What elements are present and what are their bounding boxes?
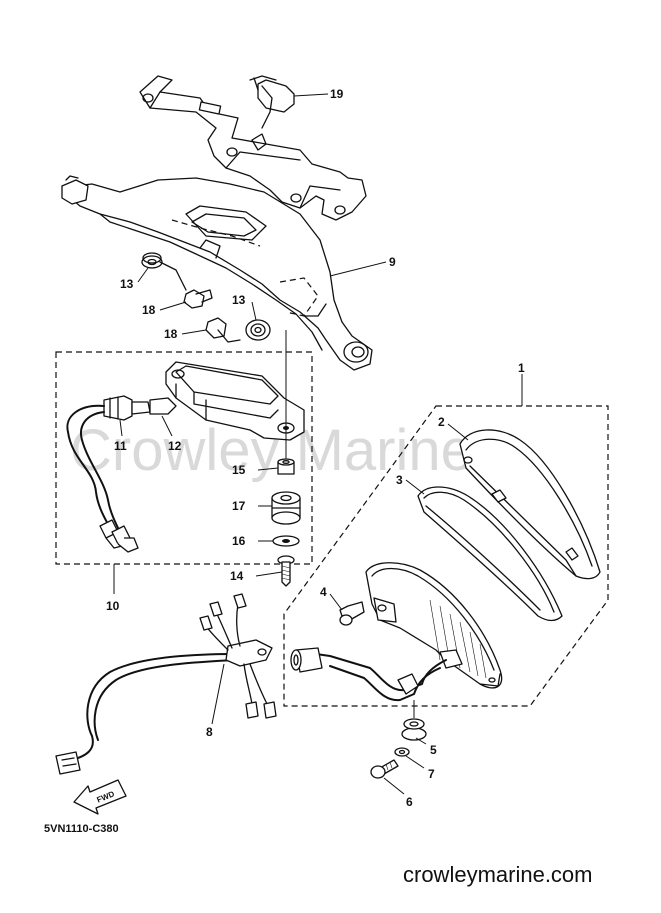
website-link[interactable]: crowleymarine.com [403,862,593,887]
callout-4: 4 [320,585,327,599]
callout-11: 11 [114,439,127,453]
callout-8: 8 [206,725,213,739]
callout-3: 3 [396,473,403,487]
clip-part-18-upper [159,261,213,309]
part-1-group-box [283,405,609,707]
washer-part-7 [394,747,410,757]
socket-part-11 [66,395,177,553]
washer-part-16 [272,535,300,547]
grommet-part-17 [271,491,301,525]
grommet-part-13-lower [245,319,271,341]
wire-harness-part-8 [55,593,277,775]
lens-part-2 [459,429,601,580]
callout-1: 1 [518,361,525,375]
callout-2: 2 [438,415,445,429]
collar-part-15 [277,458,295,475]
callout-9: 9 [389,255,396,269]
callout-14: 14 [230,569,244,583]
fwd-arrow: FWD [73,779,127,815]
screw-part-6 [370,759,399,779]
clip-part-19 [249,75,295,129]
callout-6: 6 [406,795,413,809]
callout-labels: 19 9 13 18 13 18 1 2 3 4 5 7 6 8 10 11 1… [106,87,525,809]
callout-13-upper: 13 [120,277,134,291]
grommet-part-13-upper [141,252,163,269]
callout-19: 19 [330,87,344,101]
callout-13-lower: 13 [232,293,246,307]
bracket-assembly [139,75,367,221]
fender-cover-part-9 [61,175,373,371]
callout-16: 16 [232,534,246,548]
callout-17: 17 [232,499,246,513]
gasket-part-3 [417,486,563,622]
callout-18-lower: 18 [164,327,178,341]
bolt-part-14 [277,555,295,587]
clip-part-18-lower [205,317,241,343]
diagram-code: 5VN1110-C380 [44,823,119,835]
screw-part-4 [339,601,365,626]
taillight-housing [290,562,503,702]
leader-lines [113,93,523,795]
callout-12: 12 [168,439,182,453]
part-10-group-box [55,351,313,565]
callout-7: 7 [428,767,435,781]
callout-18-upper: 18 [142,303,156,317]
callout-5: 5 [430,743,437,757]
callout-15: 15 [232,463,246,477]
callout-10: 10 [106,599,120,613]
grommet-part-5 [401,700,427,741]
